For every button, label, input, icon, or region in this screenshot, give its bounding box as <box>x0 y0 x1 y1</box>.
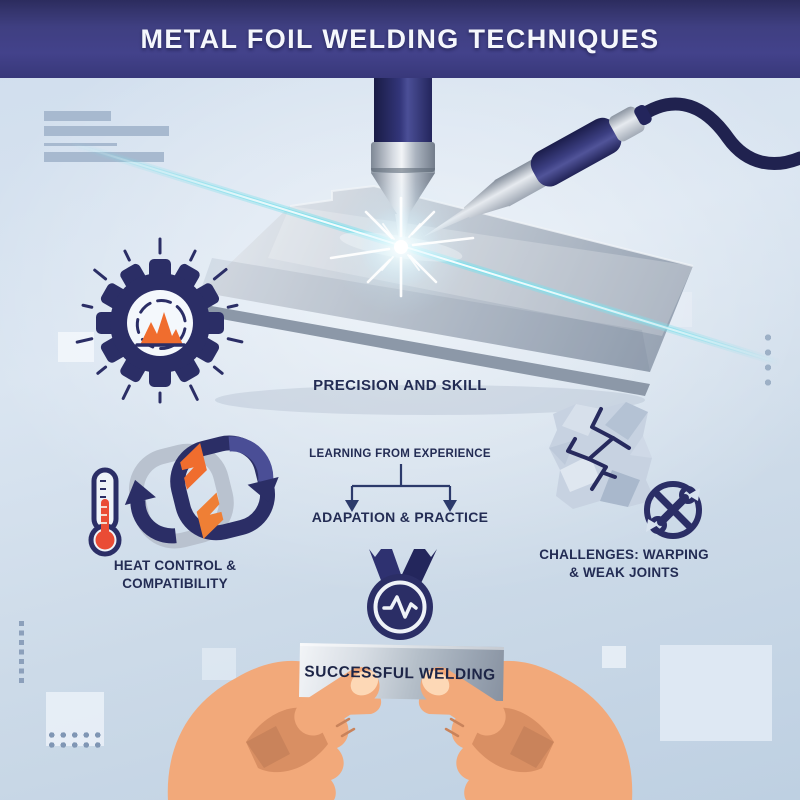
deco-round-dot-rows <box>46 730 103 750</box>
flow-connector <box>345 464 457 512</box>
challenges-line2: & WEAK JOINTS <box>569 565 679 581</box>
success-label: SUCCESSFUL WELDING <box>304 663 496 684</box>
precision-label: PRECISION AND SKILL <box>313 377 487 394</box>
gear-performance-chart-icon <box>75 237 244 404</box>
header-banner: METAL FOIL WELDING TECHNIQUES <box>0 0 800 78</box>
thermometer-icon <box>88 467 122 557</box>
page-title: METAL FOIL WELDING TECHNIQUES <box>140 23 660 54</box>
deco-square-dot-column <box>19 621 24 685</box>
weld-spark <box>329 177 475 317</box>
heat-control-line1: HEAT CONTROL & <box>113 558 237 573</box>
plate-shadow <box>215 385 645 415</box>
heat-control-label: HEAT CONTROL & COMPATIBILITY <box>85 557 265 593</box>
crossed-out-wrench-icon <box>644 481 702 539</box>
deco-round-dot-column <box>764 330 772 386</box>
slash-line <box>652 489 694 531</box>
challenges-label: CHALLENGES: WARPING & WEAK JOINTS <box>524 546 724 582</box>
learning-label: LEARNING FROM EXPERIENCE <box>309 448 491 460</box>
challenges-line1: CHALLENGES: WARPING <box>539 547 709 562</box>
gear-rays <box>75 237 244 404</box>
chart-peaks <box>140 312 183 345</box>
heat-control-line2: COMPATIBILITY <box>122 576 228 592</box>
adaptation-label: ADAPATION & PRACTICE <box>311 509 489 525</box>
compatibility-cycle-icon <box>124 435 279 549</box>
left-hand-thumb <box>294 667 380 736</box>
crumpled-foil-crack-icon <box>549 402 655 509</box>
pen-cable <box>631 97 800 170</box>
foil-crack <box>566 407 631 491</box>
success-medal-icon <box>367 549 437 640</box>
